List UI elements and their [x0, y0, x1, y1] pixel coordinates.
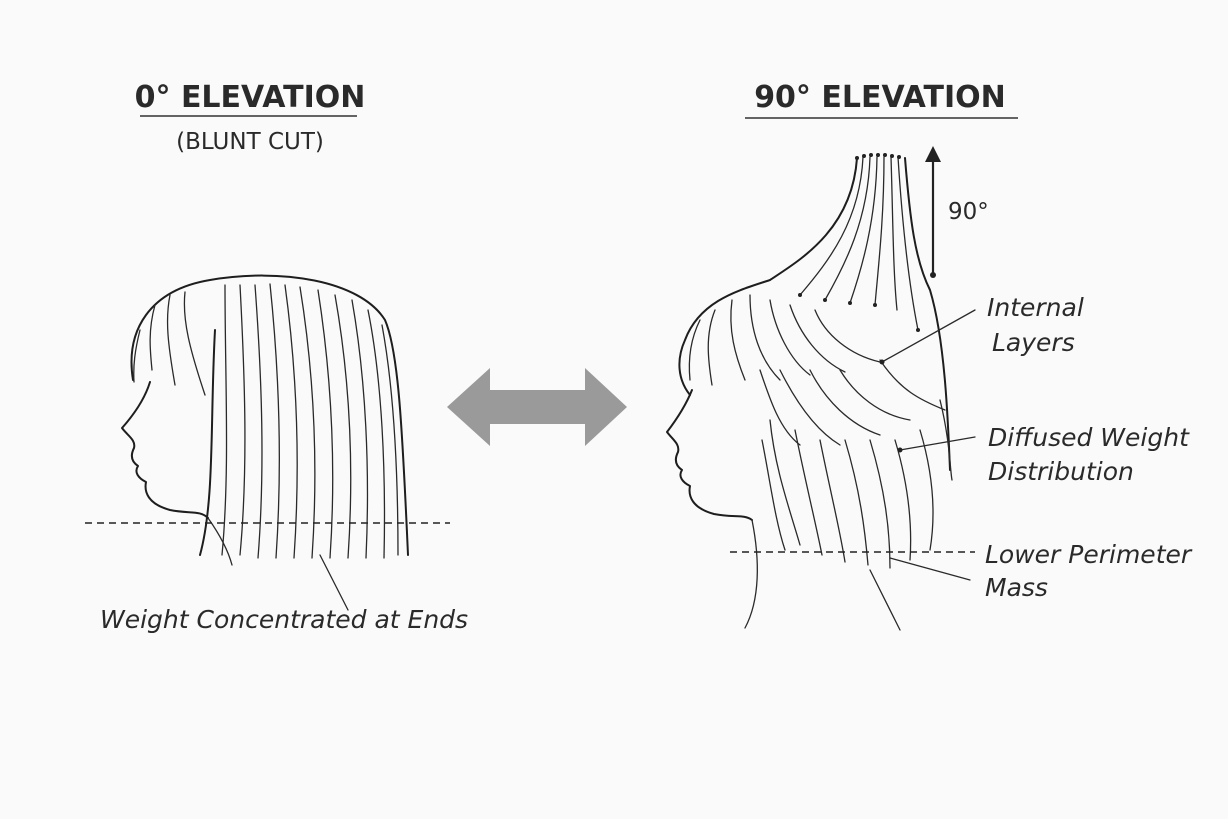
elevation-arrow-icon [925, 146, 941, 278]
blunt-cut-head-illustration [121, 274, 409, 611]
right-panel: 90° ELEVATION 90° [666, 80, 1193, 631]
layered-cut-head-illustration [666, 153, 953, 631]
lower-perimeter-pointer [889, 557, 971, 581]
left-title: 0° ELEVATION [135, 80, 366, 115]
label-lower-line2: Mass [985, 573, 1048, 602]
label-internal-line1: Internal [987, 293, 1084, 322]
diffused-weight-pointer [899, 436, 976, 451]
label-diffused-line1: Diffused Weight [988, 423, 1190, 452]
left-panel: 0° ELEVATION (BLUNT CUT) [85, 80, 468, 634]
label-internal-line2: Layers [992, 328, 1075, 357]
right-title: 90° ELEVATION [754, 80, 1006, 115]
internal-layers-pointer [881, 309, 976, 363]
left-subtitle: (BLUNT CUT) [176, 129, 324, 155]
label-lower-line1: Lower Perimeter [985, 540, 1193, 569]
left-caption: Weight Concentrated at Ends [100, 605, 468, 634]
label-diffused-line2: Distribution [988, 457, 1134, 486]
angle-label: 90° [948, 199, 989, 225]
double-arrow-icon [447, 368, 627, 446]
